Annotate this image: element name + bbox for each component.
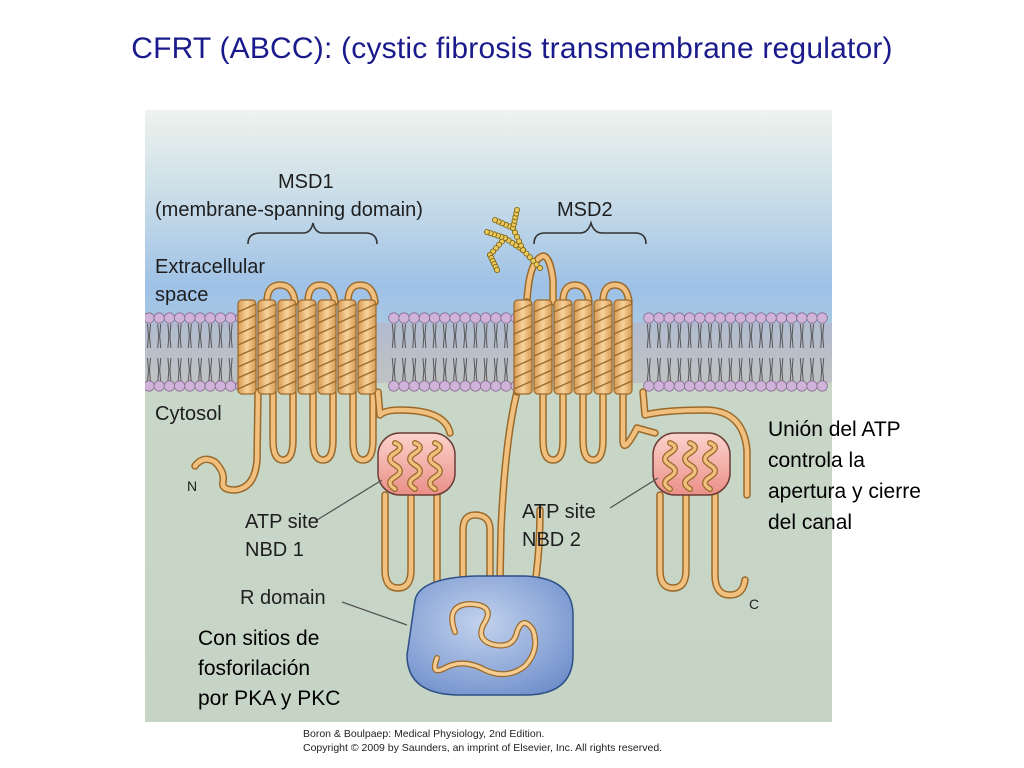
atp-site-1-line1: ATP site <box>245 511 319 533</box>
atp-union-annotation: Unión del ATP controla la apertura y cie… <box>768 414 921 538</box>
phosphorylation-annotation: Con sitios de fosforilación por PKA y PK… <box>198 624 340 714</box>
credit-line: Boron & Boulpaep: Medical Physiology, 2n… <box>303 728 545 740</box>
credit-line: Copyright © 2009 by Saunders, an imprint… <box>303 742 663 754</box>
figure-credit: Boron & Boulpaep: Medical Physiology, 2n… <box>303 727 662 755</box>
atp-union-line: apertura y cierre <box>768 480 921 503</box>
r-domain-label: R domain <box>240 587 326 609</box>
atp-union-line: del canal <box>768 511 853 534</box>
extracellular-label-line2: space <box>155 284 209 306</box>
glycosylation-tree <box>483 207 543 273</box>
r-domain <box>406 575 574 696</box>
msd1-bracket <box>247 222 378 245</box>
phosphorylation-line: fosforilación <box>198 657 311 680</box>
msd1-label: MSD1 <box>278 171 334 193</box>
atp-union-line: Unión del ATP <box>768 418 901 441</box>
nbd1 <box>377 432 456 496</box>
nbd2 <box>652 432 731 496</box>
atp1-leader <box>316 479 383 521</box>
atp-site-2-line2: NBD 2 <box>522 529 581 551</box>
atp-site-1-line2: NBD 1 <box>245 539 304 561</box>
phosphorylation-line: Con sitios de <box>198 627 320 650</box>
n-terminus-label: N <box>187 478 198 494</box>
transmembrane-helices <box>237 299 633 395</box>
extracellular-label-line1: Extracellular <box>155 256 266 278</box>
msd2-label: MSD2 <box>557 199 613 221</box>
rdomain-leader <box>341 601 408 626</box>
msd2-bracket <box>533 220 647 245</box>
atp-union-line: controla la <box>768 449 865 472</box>
atp-site-2-line1: ATP site <box>522 501 596 523</box>
atp2-leader <box>609 477 659 509</box>
c-terminus-label: C <box>749 596 760 612</box>
phosphorylation-line: por PKA y PKC <box>198 687 341 710</box>
cftr-diagram: MSD1 (membrane-spanning domain) MSD2 Ext… <box>145 110 832 722</box>
msd1-sublabel: (membrane-spanning domain) <box>155 199 423 221</box>
slide-title: CFRT (ABCC): (cystic fibrosis transmembr… <box>131 32 893 65</box>
cytosol-label: Cytosol <box>155 403 222 425</box>
